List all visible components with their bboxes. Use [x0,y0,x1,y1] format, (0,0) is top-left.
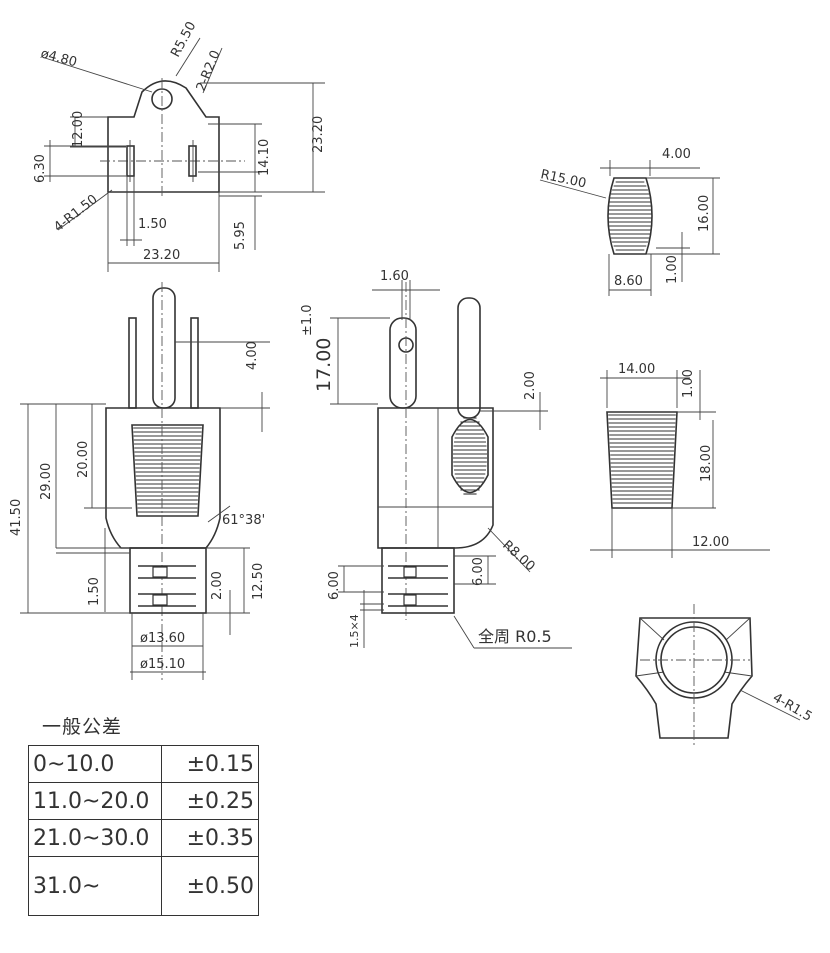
blade-right [190,317,199,409]
dim-4150: 41.50 [9,499,24,536]
table-row: 21.0~30.0 ±0.35 [28,819,259,857]
tol-range: 0~10.0 [28,745,162,783]
grip-top-view: 4.00 R15.00 16.00 1.00 8.60 [539,147,720,296]
blade-left [128,317,137,409]
table-row: 0~10.0 ±0.15 [28,745,259,783]
dim-r150: 4-R1.50 [51,192,100,235]
dim-r15: 4-R1.5 [770,690,814,724]
grip-side-view: 14.00 1.00 18.00 12.00 [590,362,770,558]
side-body-outline [377,407,494,549]
grip-top-outline [607,177,653,255]
side-cord-sleeve [381,547,455,614]
top-view: ø4.80 R5.50 2-R2.0 12.00 6.30 14.10 23.2… [33,19,326,272]
dim-r800: R8.00 [499,538,537,575]
table-row: 31.0~ ±0.50 [28,856,259,916]
dim-1800: 18.00 [699,445,714,482]
side-blade [389,317,417,409]
tol-value: ±0.50 [161,856,259,916]
dim-200-side: 2.00 [523,371,538,400]
side-grip [451,418,489,494]
dim-200: 2.00 [210,571,225,600]
blade-slot-left [126,145,135,177]
dim-1410: 14.10 [257,139,272,176]
side-ground-pin [457,297,481,419]
blade-slot-right [188,145,197,177]
dim-angle: 61°38' [222,513,265,528]
dim-860: 8.60 [614,274,643,289]
grip-side-outline [606,411,678,509]
dim-1400: 14.00 [618,362,655,377]
tolerance-table: 0~10.0 ±0.15 11.0~20.0 ±0.25 21.0~30.0 ±… [28,745,259,916]
dim-150: 1.50 [138,217,167,232]
dim-2320-v: 23.20 [311,116,326,153]
face-outline [107,80,220,193]
table-row: 11.0~20.0 ±0.25 [28,782,259,820]
dim-pitch: 1.5×4 [348,614,361,648]
tol-value: ±0.35 [161,819,259,857]
dim-2320-h: 23.20 [143,248,180,263]
dim-1250: 12.50 [251,563,266,600]
dim-12: 12.00 [71,111,86,148]
grip-hatching [133,427,202,513]
dim-160: 1.60 [380,269,409,284]
dim-1700: 17.00 [313,338,335,392]
dim-fillet: 全周 R0.5 [478,627,552,646]
tol-range: 31.0~ [28,856,162,916]
dim-hole-dia: ø4.80 [39,46,79,70]
dim-r550: R5.50 [168,19,199,60]
dim-1600: 16.00 [697,195,712,232]
bottom-outline [635,617,753,739]
side-grip-hatching [453,417,487,495]
ground-pin [152,287,176,409]
dim-2900: 29.00 [39,463,54,500]
dim-100-grip: 1.00 [665,255,680,284]
dim-400-grip: 4.00 [662,147,691,162]
dim-d1510: ø15.10 [140,657,185,672]
dim-600-b: 6.00 [471,557,486,586]
dim-d1360: ø13.60 [140,631,185,646]
dim-100-side: 1.00 [681,369,696,398]
front-view: 4.00 41.50 29.00 20.00 1.50 12.50 2.00 6… [9,282,270,680]
dim-595: 5.95 [233,221,248,250]
tol-range: 11.0~20.0 [28,782,162,820]
dim-150: 1.50 [87,577,102,606]
tol-value: ±0.25 [161,782,259,820]
dim-1200: 12.00 [692,535,729,550]
cord-sleeve [129,547,207,614]
dim-r1500: R15.00 [539,167,587,191]
dim-tol: ±1.0 [300,304,315,336]
dim-400: 4.00 [245,341,260,370]
tol-value: ±0.15 [161,745,259,783]
grip-panel [131,424,204,517]
tol-range: 21.0~30.0 [28,819,162,857]
bottom-view: 4-R1.5 [635,604,814,748]
dim-630: 6.30 [33,154,48,183]
dim-2000: 20.00 [76,441,91,478]
tolerance-title: 一般公差 [42,716,123,738]
side-view: 1.60 17.00 ±1.0 2.00 R8.00 6.00 6.00 1.5… [300,269,572,649]
dim-r20: 2-R2.0 [194,48,224,93]
dim-600-a: 6.00 [327,571,342,600]
